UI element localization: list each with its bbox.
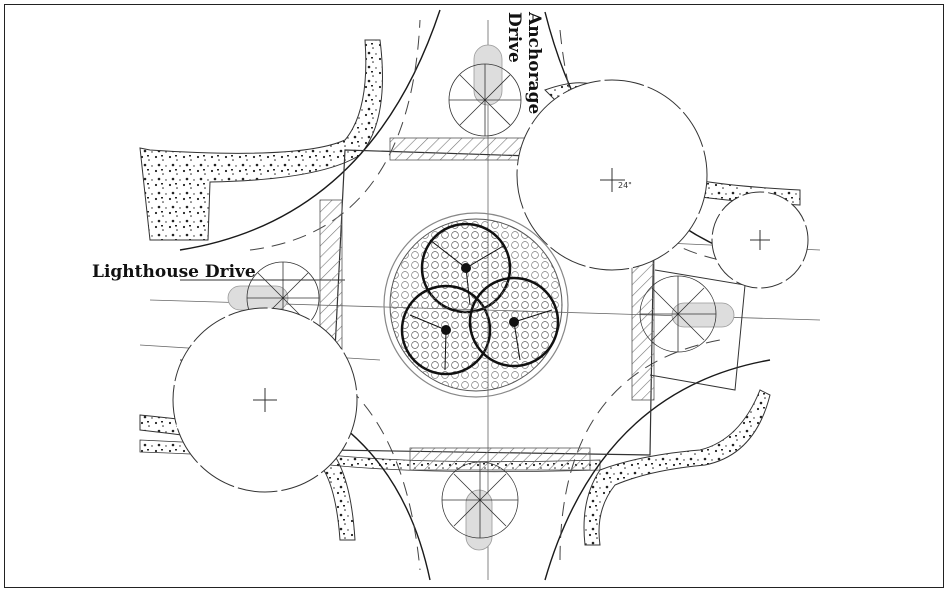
dimension-mark: 24" xyxy=(618,181,632,190)
curb-southeast xyxy=(544,359,771,581)
tree-canopies xyxy=(172,79,809,493)
anchorage-line1: Anchorage xyxy=(524,12,544,115)
lighthouse-drive-label: Lighthouse Drive xyxy=(92,262,256,282)
approach-east xyxy=(649,269,746,391)
anchorage-line2: Drive xyxy=(504,12,524,63)
shrub-south xyxy=(441,461,519,551)
sidewalk-southeast xyxy=(583,389,771,546)
radial-shrubs xyxy=(227,44,735,551)
shrub-east xyxy=(639,275,735,353)
sidewalk-northwest xyxy=(139,39,383,241)
curb-northwest xyxy=(179,9,441,251)
central-island xyxy=(383,212,569,398)
anchorage-drive-label: Anchorage Drive xyxy=(498,10,548,114)
crosswalk-south xyxy=(409,447,591,471)
shrub-north xyxy=(448,44,522,137)
